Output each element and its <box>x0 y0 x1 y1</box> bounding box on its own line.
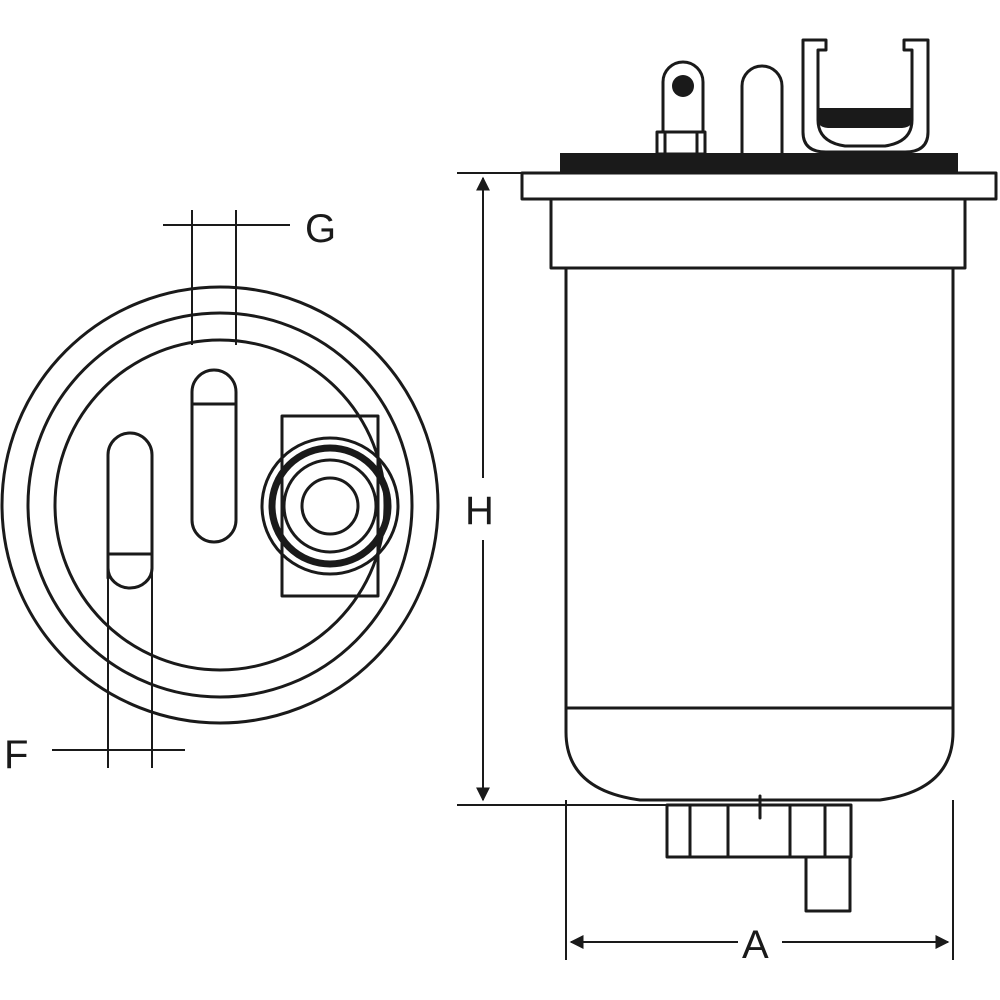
dimension-a-label: A <box>742 923 769 967</box>
outlet-fitting <box>655 60 707 156</box>
side-connector-top <box>260 414 400 598</box>
dimension-h-label: H <box>465 489 494 533</box>
drain-plug <box>665 794 853 913</box>
top-view-middle-ring <box>26 311 414 699</box>
clip-fitting <box>801 38 930 154</box>
top-view-inner-ring <box>53 338 387 672</box>
dimension-f-label: F <box>4 733 28 777</box>
dimension-g-label: G <box>305 207 336 251</box>
upper-collar <box>549 197 967 270</box>
side-view: H A <box>457 38 998 967</box>
dimension-f: F <box>4 560 185 777</box>
flange <box>520 171 998 201</box>
dimension-a: A <box>565 800 954 967</box>
top-view: G F <box>0 207 440 777</box>
dimension-h: H <box>457 172 667 806</box>
top-view-outer-ring <box>0 285 440 725</box>
lid-seal <box>560 153 958 173</box>
outlet-pipe-top <box>190 368 238 544</box>
dimension-g: G <box>163 207 336 345</box>
inlet-fitting <box>740 64 784 155</box>
inlet-pipe-top <box>106 431 154 590</box>
filter-body <box>564 266 955 802</box>
